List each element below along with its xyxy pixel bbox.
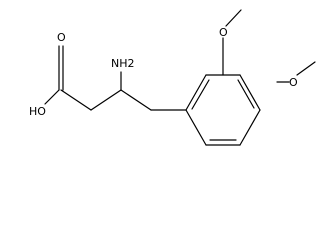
bond-c2-c3 — [90, 89, 122, 111]
acid-oxygen-label: O — [57, 31, 66, 44]
bond-o-ch3-bottom — [296, 61, 316, 76]
ring-bond-3 — [239, 74, 261, 111]
ring-bond-1-inner — [191, 79, 210, 110]
ring-bond-4 — [239, 109, 261, 146]
methoxy-top-oxygen-label: O — [219, 26, 228, 39]
structure-drawing: NH2 O HO O O — [29, 9, 316, 146]
bond-o-ch3-top — [225, 9, 242, 27]
amine-label: NH2 — [111, 57, 135, 70]
bond-c-oh — [44, 89, 60, 105]
bond-c1-c2 — [60, 89, 92, 111]
acid-hydroxyl-label: HO — [29, 105, 46, 118]
molecule-diagram: NH2 O HO O O — [29, 9, 316, 146]
ring-bond-1 — [185, 74, 207, 111]
bond-c3-c4 — [120, 89, 152, 111]
ring-bond-3-inner — [237, 79, 255, 109]
methoxy-bottom-oxygen-label: O — [289, 76, 298, 89]
ring-bond-6 — [185, 109, 207, 146]
